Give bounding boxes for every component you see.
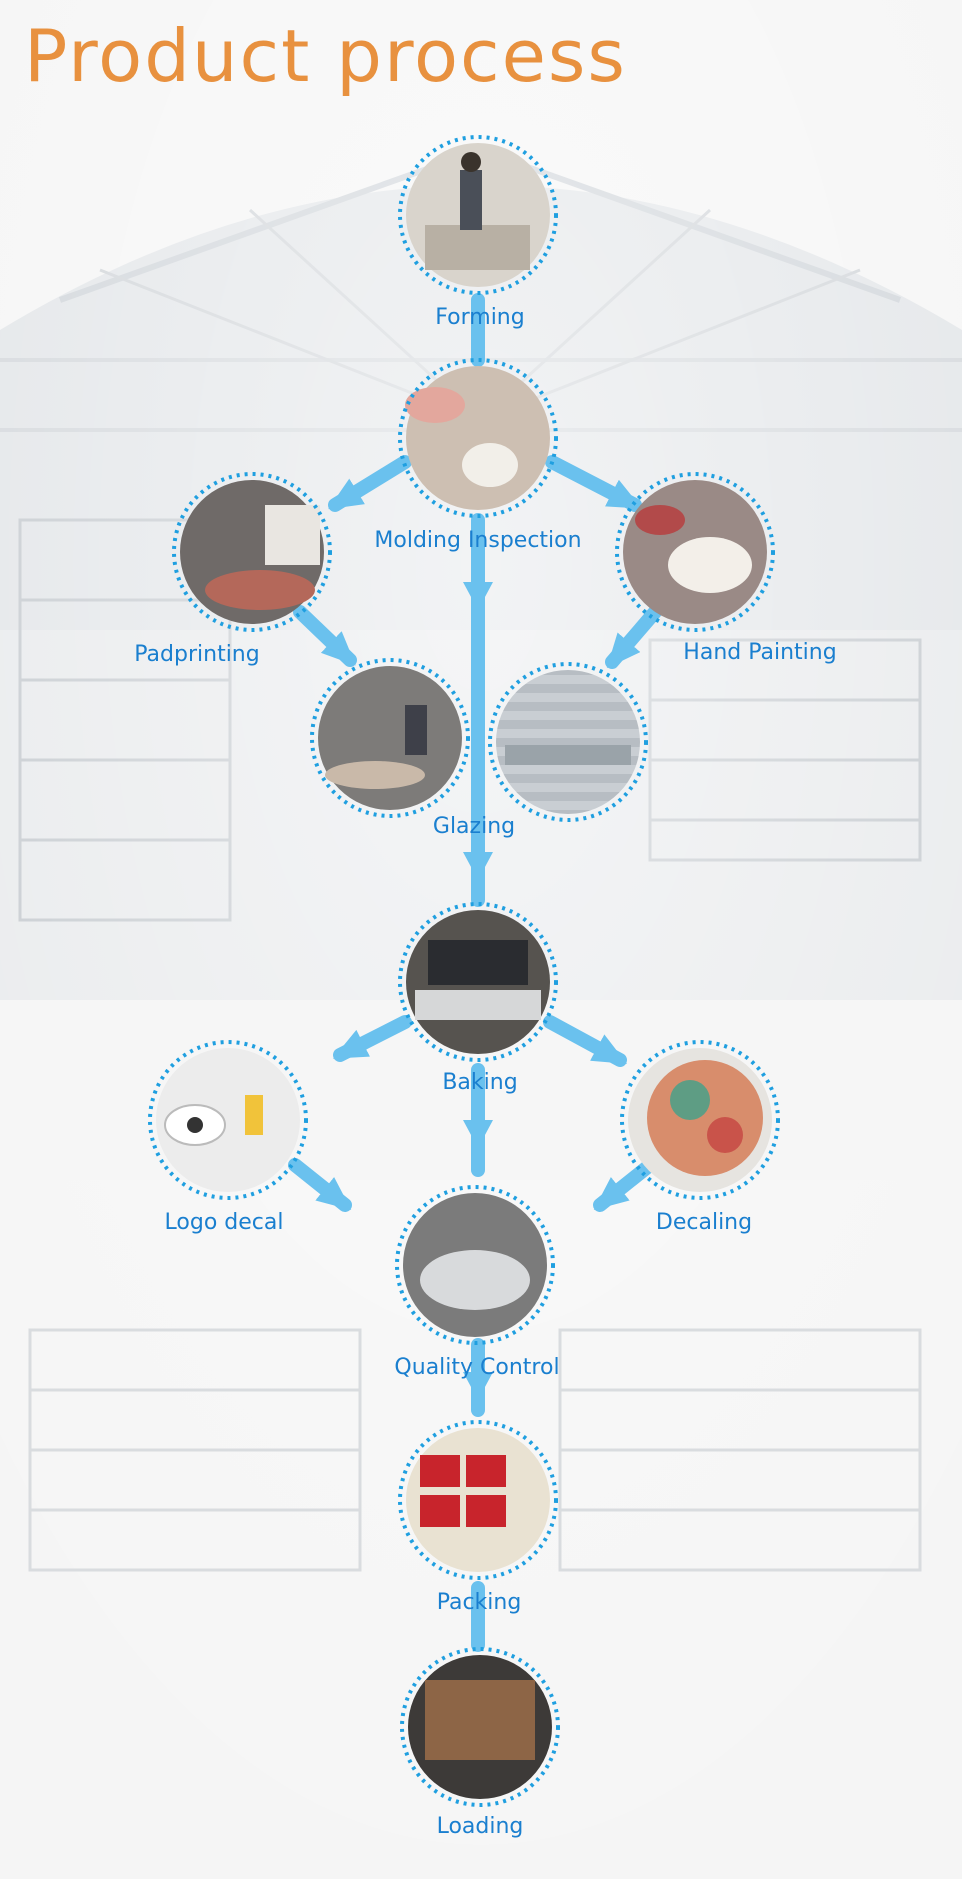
logo-decal-photo-label (245, 1095, 263, 1135)
glazing-photo-left-worker (405, 705, 427, 755)
step-molding-inspection (400, 360, 556, 516)
logo-decal-photo-logo (187, 1117, 203, 1133)
arrowhead-2 (463, 852, 493, 880)
label-logo-decal: Logo decal (165, 1210, 284, 1236)
forming-photo-head (461, 152, 481, 172)
label-molding-inspection: Molding Inspection (374, 528, 581, 554)
glazing-photo-left-bowls (325, 761, 425, 789)
molding-inspection-photo-arm (405, 387, 465, 423)
connector-baking-decaling (550, 1022, 620, 1060)
connector-decaling-qc (600, 1165, 650, 1205)
packing-photo-box-2 (466, 1455, 506, 1487)
decaling-photo-pattern-2 (707, 1117, 743, 1153)
label-quality-control: Quality Control (394, 1355, 559, 1381)
step-padprinting (174, 474, 330, 630)
hand-painting-photo-plate-red (635, 505, 685, 535)
packing-photo-box-1 (420, 1455, 460, 1487)
arrowhead-3 (463, 1120, 493, 1148)
step-quality-control (397, 1187, 553, 1343)
label-decaling: Decaling (656, 1210, 752, 1236)
glazing-photo-left (318, 666, 462, 810)
arrowhead-1 (463, 582, 493, 610)
packing-photo-box-4 (466, 1495, 506, 1527)
loading-photo-cartons (425, 1680, 535, 1760)
label-padprinting: Padprinting (134, 642, 259, 668)
label-forming: Forming (435, 305, 524, 331)
label-hand-painting: Hand Painting (683, 640, 836, 666)
step-logo-decal (150, 1042, 306, 1198)
step-baking (400, 904, 556, 1060)
step-packing (400, 1422, 556, 1578)
connector-padprinting-glazing (300, 612, 350, 660)
packing-photo-box-3 (420, 1495, 460, 1527)
decaling-photo-plate (647, 1060, 763, 1176)
decaling-photo-pattern-1 (670, 1080, 710, 1120)
label-loading: Loading (437, 1814, 524, 1840)
padprinting-photo-bowls (205, 570, 315, 610)
step-loading (402, 1649, 558, 1805)
glazing-photo-right (496, 670, 640, 814)
connector-inspection-handpainting (552, 462, 635, 505)
forming-photo-worker (460, 170, 482, 230)
connector-handpainting-glazing (612, 612, 655, 662)
label-packing: Packing (437, 1590, 522, 1616)
connector-baking-logodecal (340, 1022, 405, 1055)
connector-inspection-padprinting (335, 462, 405, 505)
quality-control-photo-cups (420, 1250, 530, 1310)
step-forming (400, 137, 556, 293)
padprinting-photo-machine (265, 505, 320, 565)
baking-photo-kiln (428, 940, 528, 985)
step-hand-painting (617, 474, 773, 630)
label-baking: Baking (442, 1070, 517, 1096)
hand-painting-photo-plate (668, 537, 752, 593)
forming-photo-table (425, 225, 530, 270)
baking-photo-floor (415, 990, 541, 1020)
molding-inspection-photo-bowl (462, 443, 518, 487)
label-glazing: Glazing (433, 814, 515, 840)
glazing-photo-right-line (505, 745, 631, 765)
connector-logodecal-qc (295, 1165, 345, 1205)
